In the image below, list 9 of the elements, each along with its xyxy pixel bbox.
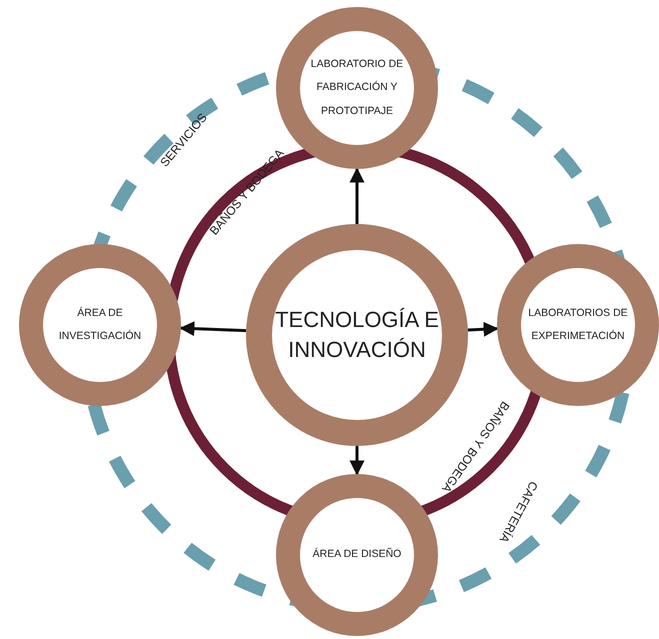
node-label: LABORATORIOS DE EXPERIMETACIÓN (527, 306, 629, 344)
arrow (350, 446, 364, 476)
node-label: ÁREA DE DISEÑO (312, 546, 402, 562)
arrow (350, 168, 364, 224)
node-label: ÁREA DE INVESTIGACIÓN (58, 306, 142, 344)
node-label: LABORATORIO DE FABRICACIÓN Y PROTOTIPAJE (310, 57, 404, 119)
node-label: TECNOLOGÍA E INNOVACIÓN (274, 306, 440, 364)
arrow (179, 321, 246, 336)
arrow (468, 322, 499, 337)
